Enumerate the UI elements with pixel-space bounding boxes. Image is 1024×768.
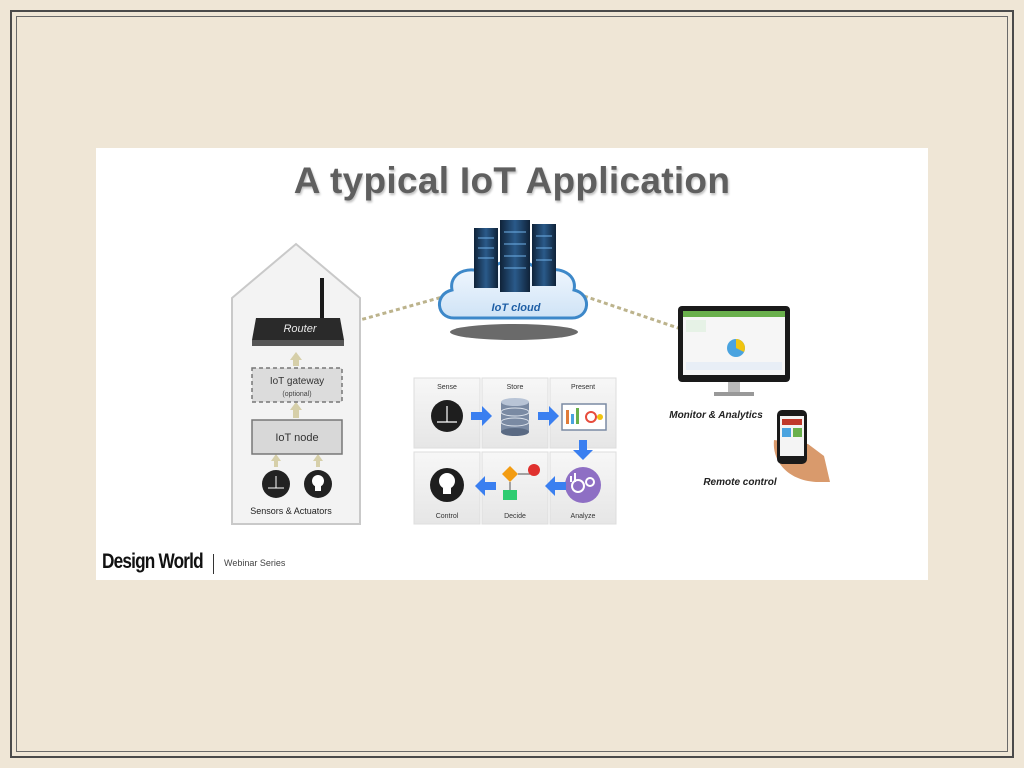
step-label-control: Control bbox=[436, 513, 459, 520]
router-label: Router bbox=[283, 323, 317, 335]
bulb-control-icon bbox=[430, 468, 464, 502]
actuator-bulb-icon bbox=[304, 470, 332, 498]
iot-gateway-box: IoT gateway (optional) bbox=[252, 368, 342, 402]
footer-divider bbox=[213, 554, 214, 574]
slide: A typical IoT Application bbox=[96, 148, 928, 580]
step-label-sense: Sense bbox=[437, 384, 457, 391]
gateway-label: IoT gateway bbox=[270, 376, 324, 387]
sensor-icon bbox=[262, 470, 290, 498]
monitor-label: Monitor & Analytics bbox=[669, 410, 763, 421]
database-icon bbox=[501, 398, 529, 436]
server-racks-icon bbox=[474, 220, 556, 292]
sense-icon bbox=[431, 400, 463, 432]
gateway-note: (optional) bbox=[282, 391, 311, 398]
remote-label: Remote control bbox=[703, 477, 777, 488]
webinar-series-label: Webinar Series bbox=[224, 558, 285, 568]
iot-diagram: Router IoT gateway (optional) IoT node bbox=[96, 148, 928, 580]
design-world-logo: Design World bbox=[102, 550, 203, 574]
phone-in-hand-icon bbox=[774, 410, 830, 482]
sensors-label: Sensors & Actuators bbox=[250, 506, 332, 516]
dashboard-icon bbox=[562, 404, 606, 430]
step-label-analyze: Analyze bbox=[571, 513, 596, 520]
step-label-present: Present bbox=[571, 384, 595, 391]
cloud-label: IoT cloud bbox=[492, 302, 541, 314]
step-label-decide: Decide bbox=[504, 513, 526, 520]
node-label: IoT node bbox=[275, 432, 318, 444]
gears-analyze-icon bbox=[565, 467, 601, 503]
monitor-icon bbox=[678, 306, 790, 396]
step-label-store: Store bbox=[507, 384, 524, 391]
iot-node-box: IoT node bbox=[252, 420, 342, 454]
